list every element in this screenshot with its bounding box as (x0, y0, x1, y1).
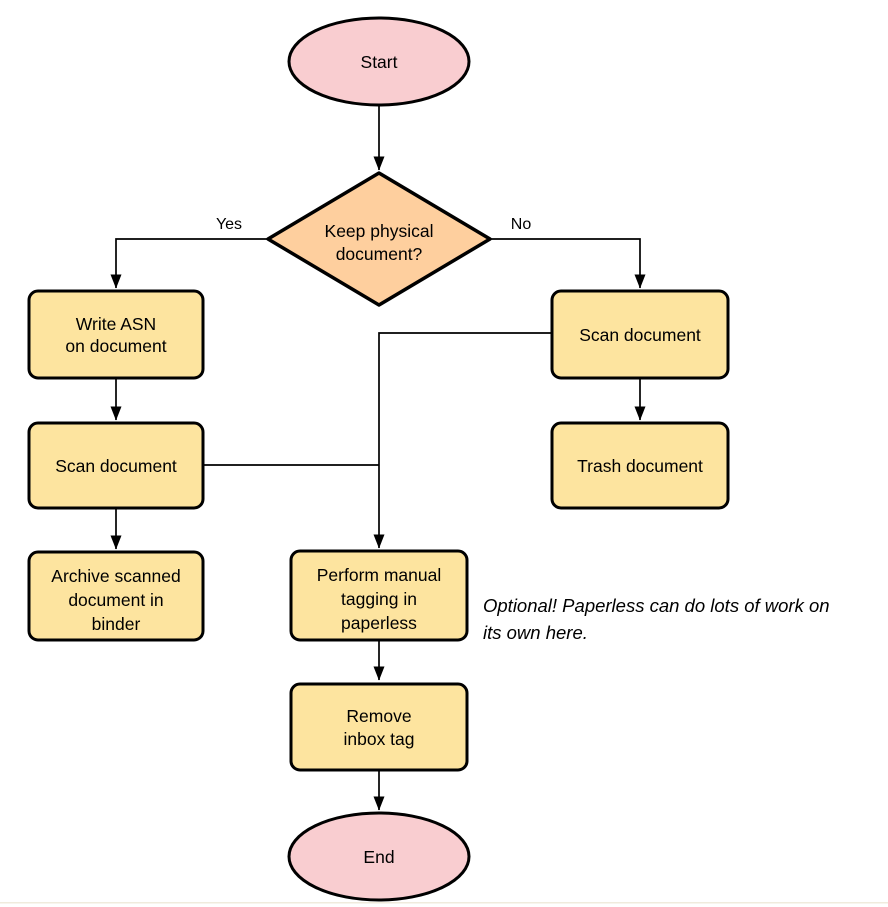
decision-label-line2: document? (336, 244, 423, 264)
tagging-box (289, 549, 469, 642)
node-decision: Keep physical document? (266, 171, 492, 307)
scan-left-label: Scan document (55, 456, 177, 476)
archive-box (27, 550, 205, 642)
edge-label-yes: Yes (216, 216, 242, 233)
edges (110, 105, 646, 811)
end-terminal-label: End (363, 847, 394, 867)
remove-inbox-box (289, 682, 469, 772)
tagging-label-line1: Perform manual (317, 565, 442, 585)
decision-label-line1: Keep physical (325, 221, 434, 241)
archive-label-line3: binder (92, 614, 141, 634)
write-asn-label-line1: Write ASN (76, 314, 156, 334)
node-end: End (287, 811, 471, 902)
end-terminal-shape (287, 811, 471, 902)
edge-scan-right-to-tagging (373, 332, 552, 549)
node-remove-inbox: Remove inbox tag (289, 682, 469, 772)
decision-diamond-shape (266, 171, 492, 307)
trash-label: Trash document (577, 456, 703, 476)
node-scan-right: Scan document (550, 289, 730, 380)
remove-inbox-label-line2: inbox tag (343, 729, 414, 749)
edge-label-no: No (511, 216, 532, 233)
edge-decision-yes-to-write-asn (110, 238, 268, 289)
start-terminal-shape (287, 16, 471, 107)
annotation-line1: Optional! Paperless can do lots of work … (483, 595, 830, 616)
annotation-note: Optional! Paperless can do lots of work … (483, 595, 830, 643)
node-start: Start (287, 16, 471, 107)
scan-left-box (27, 421, 205, 510)
node-scan-left: Scan document (27, 421, 205, 510)
start-terminal-label: Start (361, 52, 398, 72)
page-bottom-rule (0, 902, 888, 904)
scan-right-box (550, 289, 730, 380)
annotation-line2: its own here. (483, 622, 588, 643)
tagging-label-line3: paperless (341, 613, 417, 633)
tagging-label-line2: tagging in (341, 589, 417, 609)
scan-right-label: Scan document (579, 325, 701, 345)
remove-inbox-label-line1: Remove (346, 706, 411, 726)
trash-box (550, 421, 730, 510)
node-write-asn: Write ASN on document (27, 289, 205, 380)
node-archive: Archive scanned document in binder (27, 550, 205, 642)
node-tagging: Perform manual tagging in paperless (289, 549, 469, 642)
archive-label-line1: Archive scanned (51, 566, 180, 586)
node-trash: Trash document (550, 421, 730, 510)
edge-decision-no-to-scan-right (490, 238, 646, 289)
archive-label-line2: document in (68, 590, 163, 610)
write-asn-label-line2: on document (65, 336, 166, 356)
write-asn-box (27, 289, 205, 380)
